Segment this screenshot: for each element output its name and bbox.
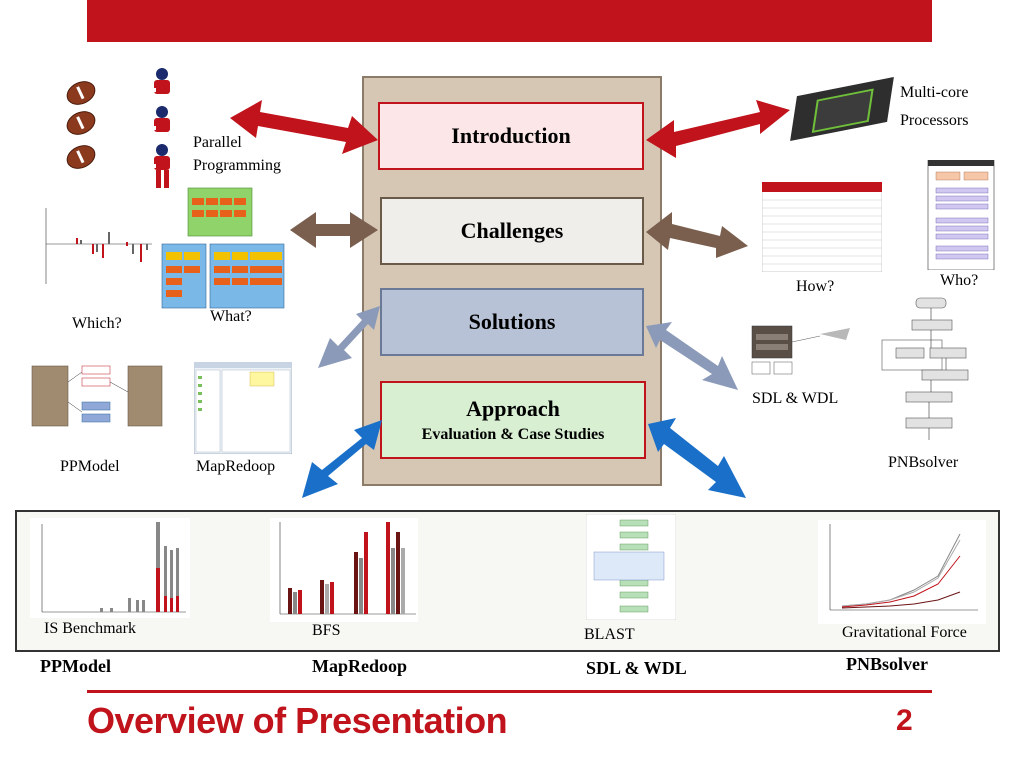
- how-table-thumbnail: [762, 182, 882, 272]
- sdl-wdl-bottom-label: SDL & WDL: [586, 658, 687, 678]
- approach-label: Approach: [466, 396, 560, 421]
- solutions-label: Solutions: [468, 309, 556, 334]
- blast-flow-thumbnail: [586, 514, 676, 620]
- challenges-box[interactable]: Challenges: [380, 197, 644, 265]
- ppmodel-diagram-thumbnail: [31, 365, 163, 427]
- introduction-label: Introduction: [451, 123, 571, 148]
- ppmodel-left-label: PPModel: [60, 458, 120, 475]
- what-label: What?: [210, 308, 252, 325]
- bfs-label: BFS: [312, 622, 341, 639]
- page-number: 2: [896, 704, 913, 737]
- bfs-chart-thumbnail: [270, 518, 418, 622]
- sdl-wdl-diagram-thumbnail: [751, 325, 850, 375]
- top-accent-bar: [87, 0, 932, 42]
- blast-label: BLAST: [584, 626, 635, 643]
- pnbsolver-right-label: PNBsolver: [888, 454, 959, 471]
- slide-title: Overview of Presentation: [87, 700, 508, 741]
- arrow-solutions-left: [318, 306, 380, 368]
- challenges-label: Challenges: [460, 218, 564, 243]
- ppmodel-bottom-label: PPModel: [40, 656, 111, 676]
- processors-label: Processors: [900, 112, 969, 129]
- mapredoop-bottom-label: MapRedoop: [312, 656, 408, 676]
- introduction-box[interactable]: Introduction: [378, 102, 644, 170]
- gravitational-label: Gravitational Force: [842, 624, 967, 641]
- which-label: Which?: [72, 315, 122, 332]
- what-diagram-thumbnail: [161, 187, 285, 309]
- who-label: Who?: [940, 272, 979, 289]
- pnbsolver-bottom-label: PNBsolver: [846, 654, 928, 674]
- pnbsolver-flowchart-thumbnail: [881, 297, 969, 448]
- is-benchmark-label: IS Benchmark: [44, 620, 136, 637]
- football-players-icon: [138, 68, 170, 188]
- arrow-approach-right: [648, 418, 746, 498]
- who-flow-thumbnail: [927, 160, 995, 270]
- sdl-wdl-right-label: SDL & WDL: [752, 390, 839, 407]
- is-benchmark-chart-thumbnail: [30, 518, 190, 618]
- solutions-box[interactable]: Solutions: [380, 288, 644, 356]
- programming-label: Programming: [193, 157, 281, 174]
- mapredoop-ui-thumbnail: [194, 362, 292, 454]
- arrow-intro-left: [230, 100, 378, 154]
- which-chart-thumbnail: [36, 204, 154, 308]
- approach-subtitle: Evaluation & Case Studies: [421, 426, 605, 443]
- parallel-label: Parallel: [193, 134, 242, 151]
- how-label: How?: [796, 278, 835, 295]
- mapredoop-left-label: MapRedoop: [196, 458, 276, 475]
- arrow-solutions-right: [646, 322, 738, 390]
- footer-divider: [87, 690, 932, 693]
- multicore-label: Multi-core: [900, 84, 969, 101]
- approach-box[interactable]: Approach Evaluation & Case Studies: [380, 381, 646, 459]
- arrow-intro-right: [646, 100, 790, 158]
- gravitational-chart-thumbnail: [818, 520, 986, 624]
- arrow-challenges-right: [646, 212, 748, 258]
- arrow-challenges-left: [290, 212, 378, 248]
- arrow-approach-left: [302, 420, 382, 498]
